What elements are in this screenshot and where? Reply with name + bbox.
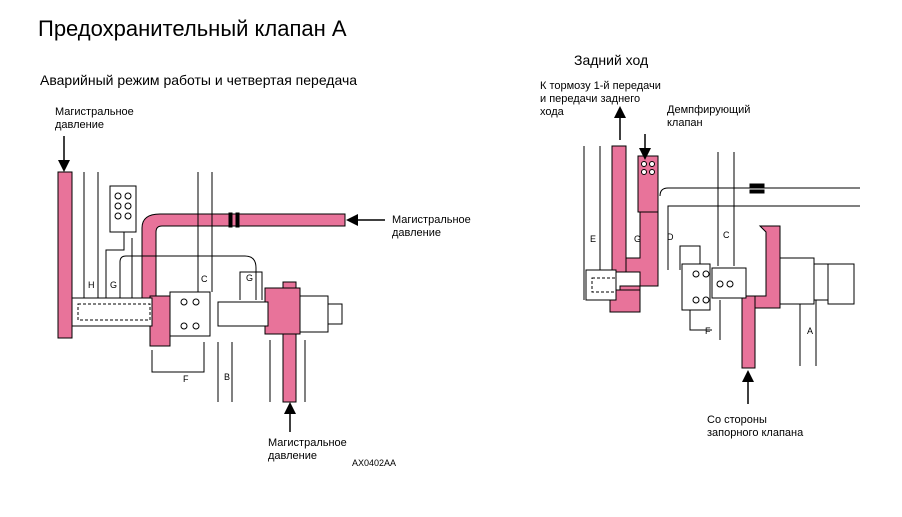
right-orifice-2 <box>749 189 765 194</box>
right-passage-g1: G <box>634 234 642 244</box>
left-passage-b: B <box>224 372 231 382</box>
right-h-passage <box>611 145 627 273</box>
right-heading: Задний ход <box>574 52 649 68</box>
left-passage-c: C <box>201 274 208 284</box>
right-check-valve-label: Со стороны запорного клапана <box>707 414 804 439</box>
right-pressure-passages <box>609 145 781 369</box>
right-spool-chamber <box>609 289 641 313</box>
left-passage-f: F <box>183 374 189 384</box>
right-passage-e: E <box>590 234 597 244</box>
right-b-passage <box>741 295 756 369</box>
right-brake-label: К тормозу 1-й передачи и передачи заднег… <box>540 80 661 118</box>
left-heading: Аварийный режим работы и четвертая перед… <box>40 72 358 88</box>
left-spool-chamber-1 <box>149 295 171 347</box>
left-e-passage <box>57 171 73 339</box>
right-passage-a: A <box>807 326 814 336</box>
left-line-pressure-bottom-label: Магистральное давление <box>268 437 347 462</box>
left-d-passage <box>141 213 346 299</box>
left-passage-g2: G <box>246 273 254 283</box>
left-line-pressure-top-label: Магистральное давление <box>55 106 134 131</box>
left-spool-chamber-2 <box>264 287 301 335</box>
right-passage-c: C <box>723 230 730 240</box>
right-diagram <box>583 106 860 404</box>
page-title: Предохранительный клапан A <box>38 16 347 41</box>
left-orifice-2 <box>235 212 240 228</box>
right-passage-f: F <box>705 326 711 336</box>
right-passage-d: D <box>667 232 674 242</box>
left-diagram <box>57 136 385 432</box>
left-diagram-code: AX0402AA <box>352 458 397 468</box>
left-orifice-1 <box>228 212 233 228</box>
right-orifice-1 <box>749 183 765 188</box>
left-pressure-passages <box>57 171 346 403</box>
left-line-pressure-right-label: Магистральное давление <box>392 214 471 239</box>
right-g2-passage <box>751 225 781 309</box>
right-damper-chamber <box>637 155 659 213</box>
right-damper-valve-label: Демпфирующий клапан <box>667 104 751 129</box>
left-passage-h: H <box>88 280 95 290</box>
left-passage-g1: G <box>110 280 118 290</box>
